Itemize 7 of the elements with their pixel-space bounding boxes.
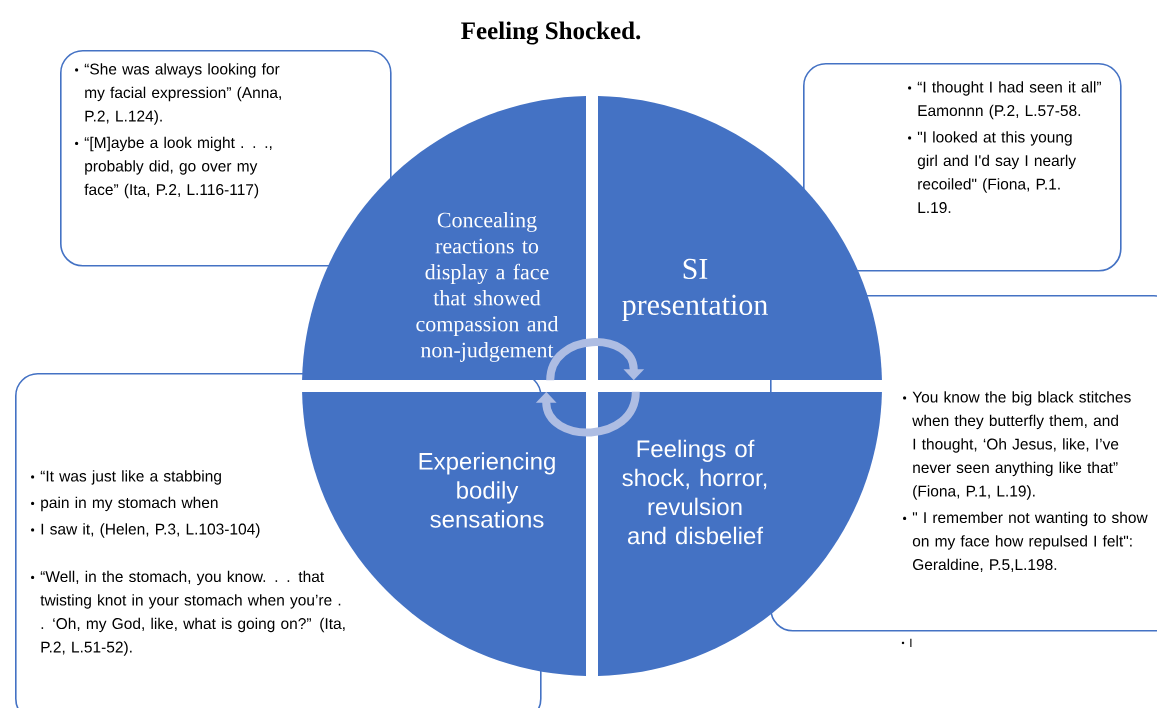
title: Feeling Shocked.: [461, 21, 641, 45]
quote-box: “I thought I had seen it all” Eamonnn (P.2, L.57-58. "I looked at this young girl and I'd say I nearly recoiled" (Fiona, P.1. L.19.: [803, 63, 1122, 272]
quote-box: “She was always looking for my facial expression” (Anna, P.2, L.124). “[M]aybe a look might . . ., probably did, go over my face” (Ita, P.2, L.116-117): [60, 50, 392, 267]
stray-bullet: I: [901, 638, 912, 648]
quadrant: Concealing reactions to display a face that showed compassion and non-judgement: [302, 96, 586, 380]
quadrant: SI presentation: [598, 96, 882, 380]
quadrant: Feelings of shock, horror, revulsion and disbelief: [598, 392, 882, 676]
